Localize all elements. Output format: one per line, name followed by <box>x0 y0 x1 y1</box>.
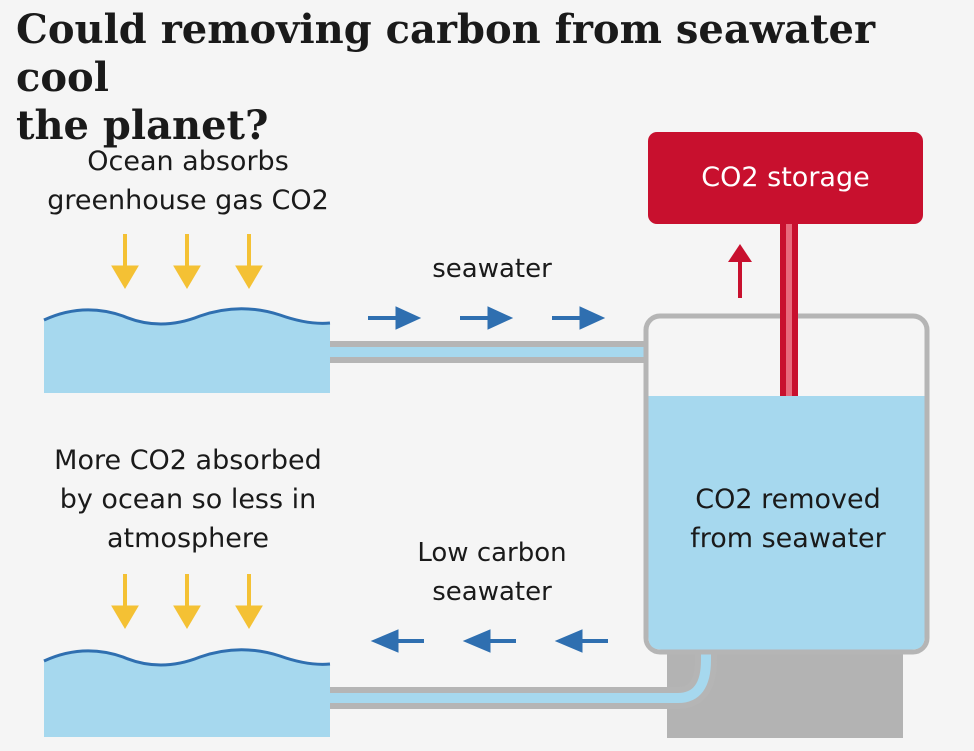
blue-right-arrows <box>368 306 606 330</box>
more-co2-label: More CO2 absorbed by ocean so less in at… <box>54 445 322 554</box>
red-up-arrow-icon <box>728 244 752 298</box>
ocean-absorbs-label: Ocean absorbs greenhouse gas CO2 <box>47 146 329 216</box>
title-line-2: the planet? <box>16 102 269 149</box>
upper-ocean <box>44 308 330 393</box>
seawater-in-label: seawater <box>432 254 552 284</box>
co2-storage-label: CO2 storage <box>701 162 870 193</box>
yellow-down-arrows-lower <box>111 574 263 629</box>
lower-ocean <box>44 649 330 737</box>
co2-storage-box <box>648 132 923 224</box>
return-pipe <box>330 652 717 709</box>
yellow-down-arrows-upper <box>111 234 263 289</box>
low-carbon-label: Low carbon seawater <box>417 538 567 607</box>
co2-removed-label: CO2 removed from seawater <box>690 484 886 554</box>
tank-water <box>648 396 925 650</box>
page-title: Could removing carbon from seawater cool… <box>16 6 966 150</box>
title-line-1: Could removing carbon from seawater cool <box>16 6 876 101</box>
blue-left-arrows <box>370 629 608 653</box>
